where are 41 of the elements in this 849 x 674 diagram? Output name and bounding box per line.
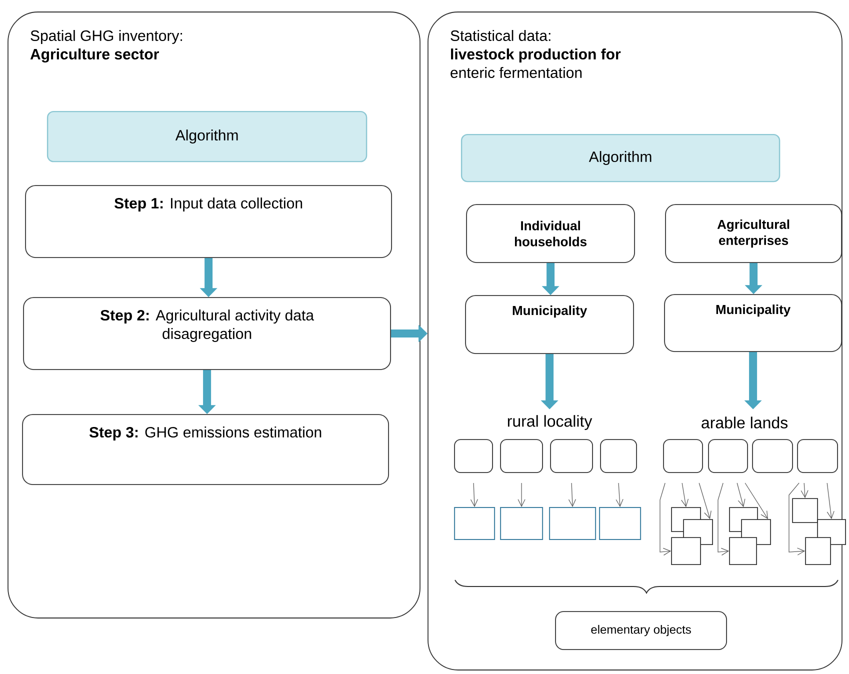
arrow <box>744 482 768 520</box>
municipality-box: Municipality <box>664 294 842 352</box>
object-box <box>500 439 543 473</box>
object-box <box>663 439 703 473</box>
object-square <box>671 537 701 565</box>
step-box: Step 2: Agricultural activity data disagregation <box>23 297 391 370</box>
arrow <box>660 482 672 556</box>
arrow <box>788 482 806 556</box>
arrow <box>616 482 624 508</box>
step-box: Step 3: GHG emissions estimation <box>22 414 389 485</box>
object-square <box>454 507 496 540</box>
step-box: Step 1: Input data collection <box>25 185 392 258</box>
object-box <box>550 439 593 473</box>
arrow <box>698 482 712 520</box>
arrow <box>718 482 730 556</box>
category-label: rural locality <box>508 415 592 430</box>
object-box <box>752 439 793 473</box>
algorithm-box: Algorithm <box>46 110 368 162</box>
object-square <box>599 507 642 540</box>
object-square <box>500 507 544 540</box>
algorithm-box: Algorithm <box>460 134 780 182</box>
arrow <box>681 482 689 508</box>
arrow <box>826 482 834 520</box>
category-box: Individual households <box>466 204 635 263</box>
arrow <box>518 482 526 508</box>
arrow <box>470 482 478 508</box>
arrow <box>800 482 808 498</box>
object-square <box>729 537 757 565</box>
category-label: arable lands <box>702 416 788 428</box>
arrow <box>568 482 576 508</box>
object-box <box>454 439 493 473</box>
object-box <box>797 439 838 473</box>
object-box <box>600 439 637 473</box>
object-square <box>805 537 831 565</box>
elementary-objects-box: elementary objects <box>555 611 727 650</box>
object-square <box>792 498 818 523</box>
category-box: Agricultural enterprises <box>665 204 842 263</box>
municipality-box: Municipality <box>465 295 634 354</box>
arrow <box>736 482 746 508</box>
object-square <box>549 507 596 540</box>
object-box <box>708 439 748 473</box>
